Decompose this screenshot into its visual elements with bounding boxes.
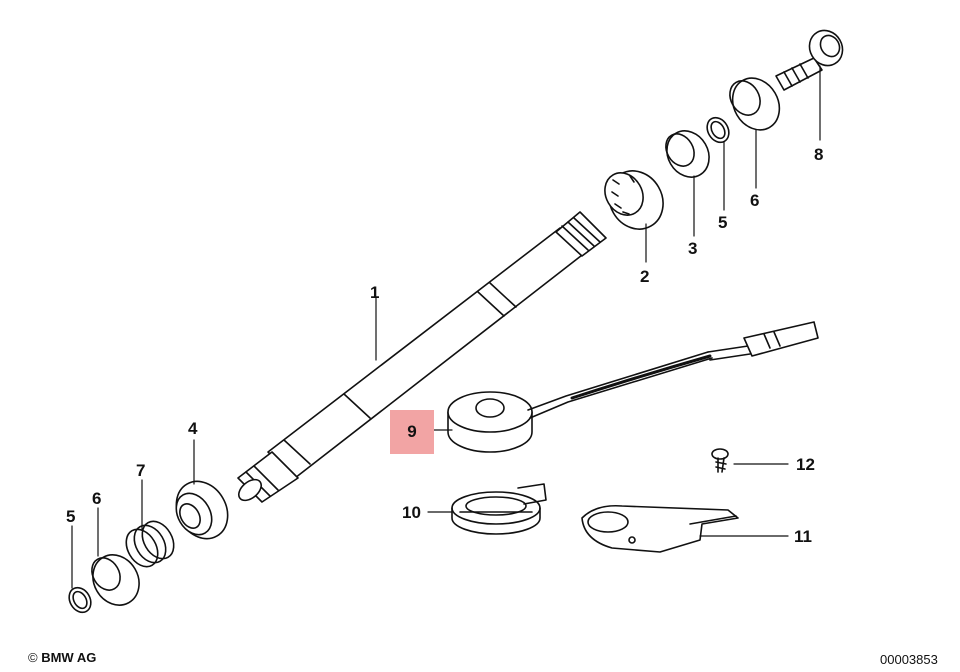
bearing-housing xyxy=(175,480,229,540)
screw xyxy=(711,448,729,473)
copyright-notice: © BMW AG xyxy=(28,650,96,665)
leader-lines xyxy=(71,65,821,589)
callout-3[interactable]: 3 xyxy=(688,239,698,258)
bolt xyxy=(775,29,844,91)
callout-10[interactable]: 10 xyxy=(402,503,421,522)
spring xyxy=(125,520,175,568)
steering-angle-sensor xyxy=(447,321,819,453)
copyright-owner: BMW AG xyxy=(41,650,97,665)
drawing-number: 00003853 xyxy=(880,652,938,667)
circlip-upper xyxy=(706,116,730,144)
bushing-upper xyxy=(729,77,781,131)
copyright-symbol: © xyxy=(28,650,38,665)
callout-4[interactable]: 4 xyxy=(188,419,198,438)
callout-8[interactable]: 8 xyxy=(814,145,824,164)
steering-shaft xyxy=(237,211,607,503)
callout-5-upper[interactable]: 5 xyxy=(718,213,728,232)
callout-6-lower[interactable]: 6 xyxy=(92,489,102,508)
bushing-lower xyxy=(91,554,140,606)
sensor-ring xyxy=(451,483,547,535)
callout-9: 9 xyxy=(407,422,417,441)
callout-6-upper[interactable]: 6 xyxy=(750,191,760,210)
gear-part xyxy=(604,170,664,230)
bearing-ring xyxy=(665,130,710,178)
callout-7[interactable]: 7 xyxy=(136,461,146,480)
highlighted-callout-9[interactable]: 9 xyxy=(390,410,434,454)
callout-12[interactable]: 12 xyxy=(796,455,815,474)
callout-11[interactable]: 11 xyxy=(794,527,812,546)
circlip-lower xyxy=(68,586,92,614)
callout-2[interactable]: 2 xyxy=(640,267,650,286)
callout-1[interactable]: 1 xyxy=(370,283,380,302)
callout-5-lower[interactable]: 5 xyxy=(66,507,76,526)
bracket xyxy=(581,504,739,553)
